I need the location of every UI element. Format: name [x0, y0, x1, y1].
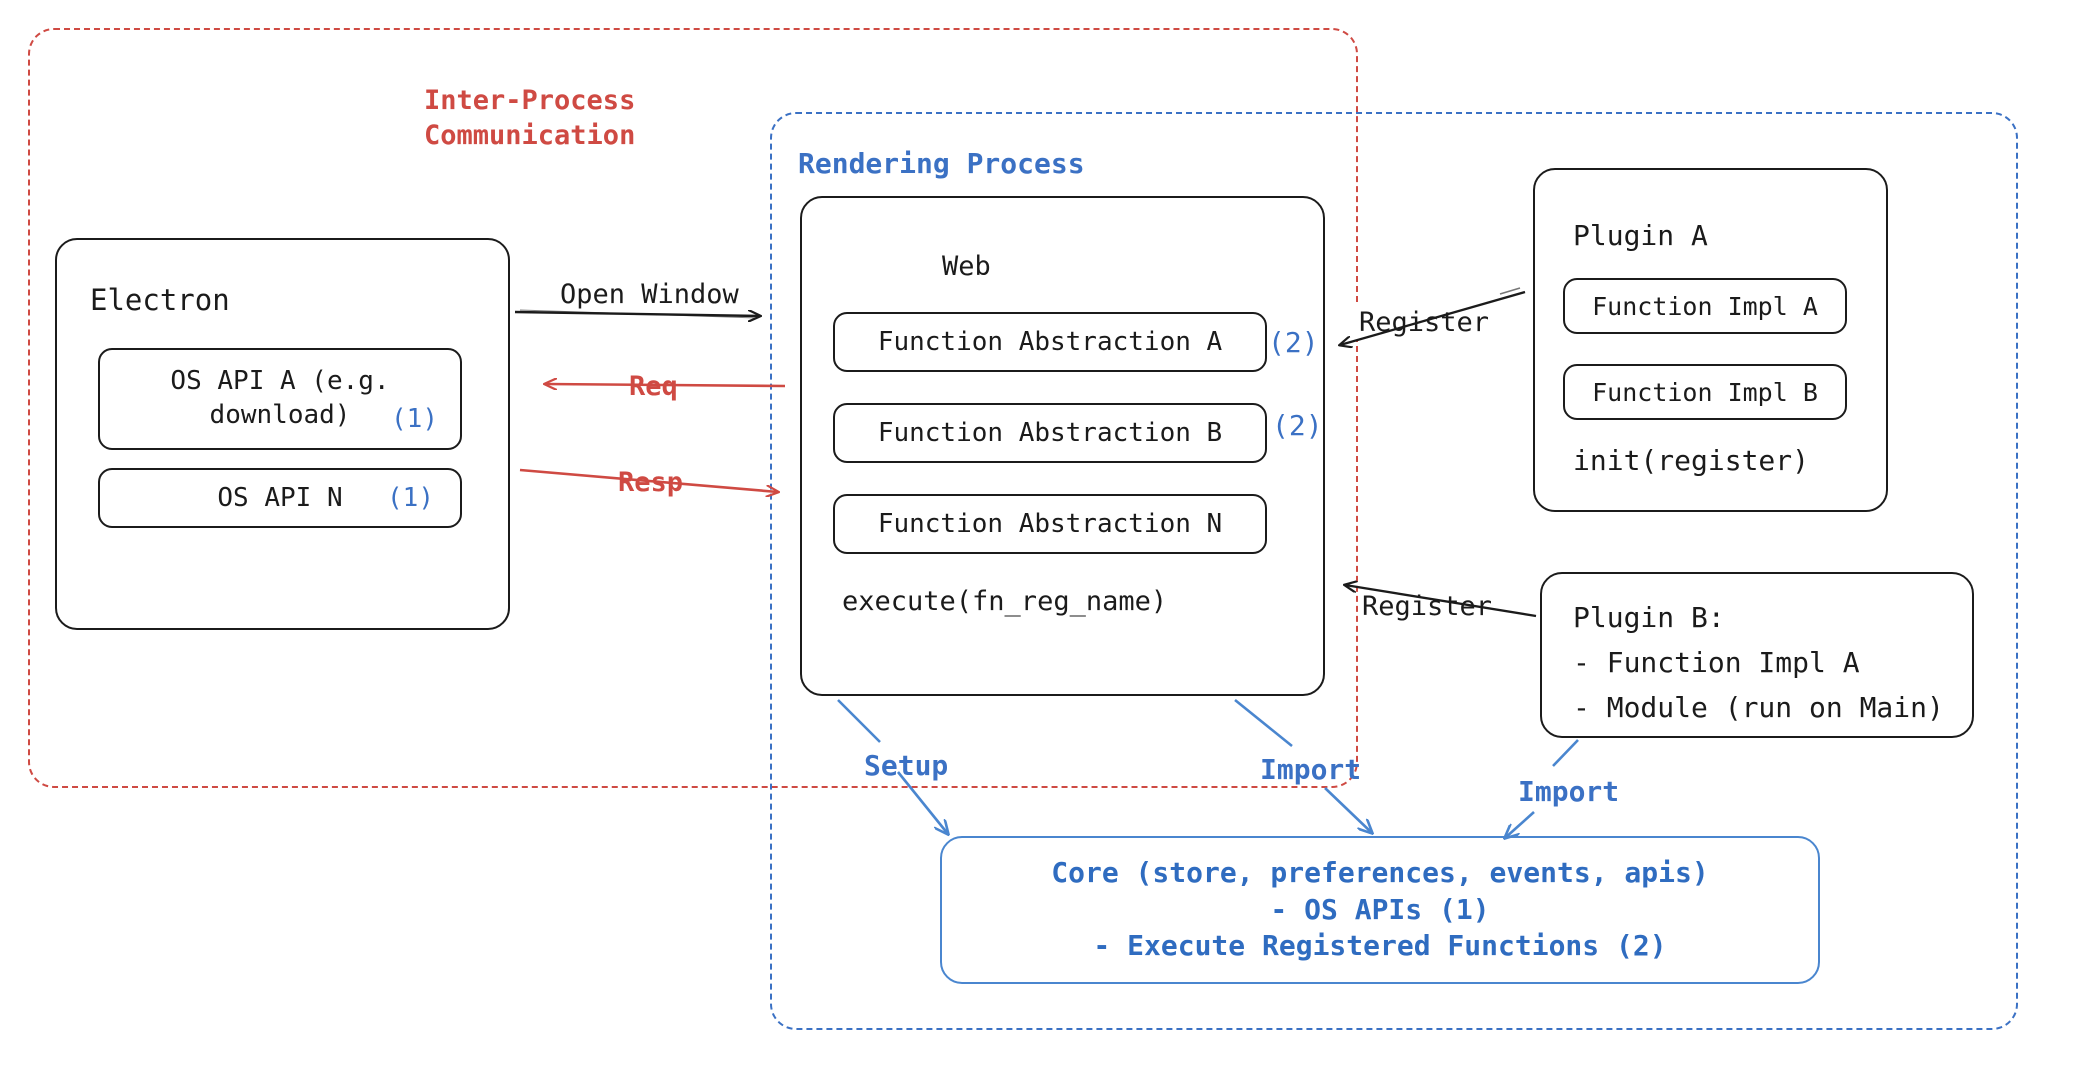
web-item-function-abstraction-a-tag: (2) — [1268, 326, 1319, 359]
web-item-function-abstraction-b-tag: (2) — [1272, 409, 1323, 442]
edge-label-resp: Resp — [612, 466, 690, 501]
node-plugin-a[interactable] — [1533, 168, 1888, 512]
plugin-b-line-module: - Module (run on Main) — [1573, 691, 1944, 724]
node-core[interactable]: Core (store, preferences, events, apis) … — [940, 836, 1820, 984]
label-rendering-process: Rendering Process — [798, 147, 1085, 180]
electron-item-os-api-a[interactable]: OS API A (e.g. download) (1) — [98, 348, 462, 450]
plugin-a-footer-init: init(register) — [1573, 444, 1810, 477]
plugin-a-item-function-impl-a[interactable]: Function Impl A — [1563, 278, 1847, 334]
web-item-function-abstraction-n-label: Function Abstraction N — [877, 509, 1223, 539]
node-web[interactable] — [800, 196, 1325, 696]
core-line-main: Core (store, preferences, events, apis) — [1051, 855, 1709, 889]
web-item-function-abstraction-b[interactable]: Function Abstraction B — [833, 403, 1267, 463]
electron-item-os-api-n[interactable]: OS API N (1) — [98, 468, 462, 528]
plugin-a-item-function-impl-b[interactable]: Function Impl B — [1563, 364, 1847, 420]
web-title: Web — [942, 251, 991, 282]
edge-label-req: Req — [623, 370, 684, 405]
plugin-a-title: Plugin A — [1573, 219, 1708, 252]
electron-item-os-api-n-label: OS API N — [217, 483, 343, 513]
edge-label-open-window: Open Window — [560, 279, 739, 310]
core-line-execute: - Execute Registered Functions (2) — [1093, 929, 1667, 963]
electron-item-os-api-a-tag: (1) — [391, 404, 438, 434]
edge-label-register-a: Register — [1355, 306, 1494, 341]
node-plugin-b[interactable] — [1540, 572, 1974, 738]
container-inter-process-communication — [28, 28, 1358, 788]
web-footer-execute: execute(fn_reg_name) — [842, 586, 1168, 617]
electron-item-os-api-a-label: OS API A (e.g. download) — [170, 366, 390, 430]
web-item-function-abstraction-n[interactable]: Function Abstraction N — [833, 494, 1267, 554]
edge-label-setup: Setup — [864, 749, 949, 782]
electron-title: Electron — [90, 283, 230, 317]
container-rendering-process — [770, 112, 2018, 1030]
web-item-function-abstraction-a[interactable]: Function Abstraction A — [833, 312, 1267, 372]
web-item-function-abstraction-b-label: Function Abstraction B — [877, 418, 1223, 448]
edge-label-import-web: Import — [1260, 753, 1362, 786]
label-inter-process-communication: Inter-Process Communication — [424, 85, 636, 151]
core-line-os-apis: - OS APIs (1) — [1270, 892, 1490, 926]
electron-item-os-api-n-tag: (1) — [387, 483, 434, 513]
edge-label-register-b: Register — [1358, 590, 1497, 625]
web-item-function-abstraction-a-label: Function Abstraction A — [877, 327, 1223, 357]
plugin-a-item-function-impl-a-label: Function Impl A — [1592, 291, 1818, 321]
plugin-b-line-function-impl-a: - Function Impl A — [1573, 646, 1860, 679]
plugin-a-item-function-impl-b-label: Function Impl B — [1592, 377, 1818, 407]
plugin-b-line-title: Plugin B: — [1573, 601, 1725, 634]
edge-label-import-plugin-b: Import — [1518, 775, 1620, 808]
node-electron[interactable] — [55, 238, 510, 630]
